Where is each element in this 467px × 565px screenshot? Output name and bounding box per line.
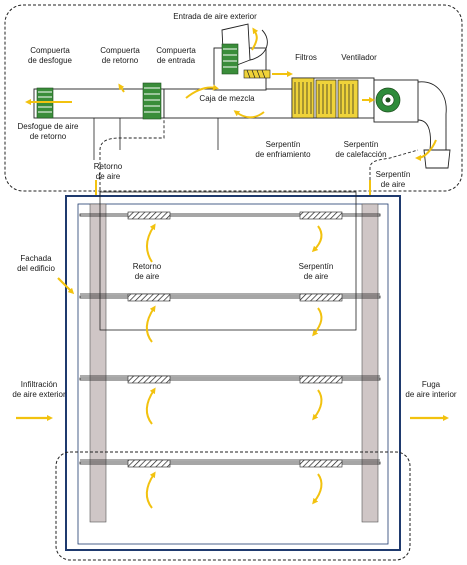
cooling-coil — [291, 77, 315, 119]
supply-outlet — [423, 149, 451, 169]
mixing-duct — [163, 88, 295, 119]
airflow-arrow-icon — [146, 223, 156, 263]
label-mixing-box: Caja de mezcla — [199, 94, 255, 103]
extra-coil — [337, 79, 359, 119]
inlet-damper — [221, 43, 239, 75]
grille-icon — [299, 293, 343, 302]
fan — [375, 87, 401, 113]
airflow-arrow-icon — [185, 84, 219, 99]
label-outdoor-inlet: Entrada de aire exterior — [173, 12, 257, 21]
ahu-airflow — [25, 27, 437, 203]
airflow-arrow-icon — [146, 471, 156, 509]
grille-icon — [299, 459, 343, 468]
label-return-air-top: Retorno de aire — [93, 162, 123, 181]
airflow-arrow-icon — [118, 83, 125, 93]
label-return-exhaust: Desfogue de aire de retorno — [17, 122, 79, 141]
grille-icon — [299, 211, 343, 220]
airflow-arrow-icon — [57, 277, 75, 295]
building-frame — [65, 195, 401, 551]
side-airflow — [16, 277, 449, 421]
grille-icon — [127, 293, 171, 302]
airflow-arrow-icon — [311, 225, 323, 253]
return-riser-dashed — [99, 118, 165, 200]
return-shaft — [89, 203, 107, 523]
airflow-arrow-icon — [312, 473, 323, 505]
airflow-arrow-icon — [251, 27, 259, 51]
label-supply-air-floor: Serpentín de aire — [298, 262, 334, 281]
ahu-enclosure — [4, 4, 463, 192]
label-cooling-coil: Serpentín de enfriamiento — [255, 140, 311, 159]
label-interior-leak: Fuga de aire interior — [405, 380, 457, 399]
label-fan: Ventilador — [341, 53, 377, 62]
airflow-arrow-icon — [415, 139, 437, 161]
building-inner — [77, 203, 389, 545]
label-exhaust-damper: Compuerta de desfogue — [27, 46, 73, 65]
damper-icon — [142, 82, 162, 120]
label-heating-coil: Serpentín de calefacción — [335, 140, 387, 159]
return-damper — [142, 82, 162, 120]
intake-elbow — [249, 29, 268, 61]
label-return-damper: Compuerta de retorno — [100, 46, 140, 65]
heating-coil — [315, 79, 337, 119]
top-floor-duct-box — [99, 191, 357, 331]
grille-icon — [127, 375, 171, 384]
airflow-arrow-icon — [312, 307, 323, 337]
airflow-arrow-icon — [312, 389, 323, 421]
filter — [243, 69, 271, 79]
duct-hangers — [93, 118, 219, 160]
airflow-arrow-icon — [146, 305, 156, 343]
airflow-arrow-icon — [233, 110, 265, 119]
label-return-air-floor: Retorno de aire — [132, 262, 162, 281]
label-inlet-damper: Compuerta de entrada — [156, 46, 196, 65]
floor-airflow — [146, 223, 323, 509]
label-supply-air-top: Serpentín de aire — [375, 170, 411, 189]
floor-ducts — [79, 213, 381, 465]
supply-shaft — [361, 203, 379, 523]
label-facade: Fachada del edificio — [17, 254, 55, 273]
ground-floor-zone — [55, 451, 411, 561]
filter-icon — [243, 69, 271, 79]
grille-icon — [299, 375, 343, 384]
label-infiltration: Infiltración de aire exterior — [12, 380, 66, 399]
grille-icon — [127, 459, 171, 468]
grille-icon — [127, 211, 171, 220]
airflow-arrow-icon — [146, 387, 156, 425]
supply-riser-dashed — [369, 149, 419, 195]
supply-elbow — [417, 81, 447, 151]
label-filters: Filtros — [295, 53, 317, 62]
grilles — [127, 211, 343, 468]
